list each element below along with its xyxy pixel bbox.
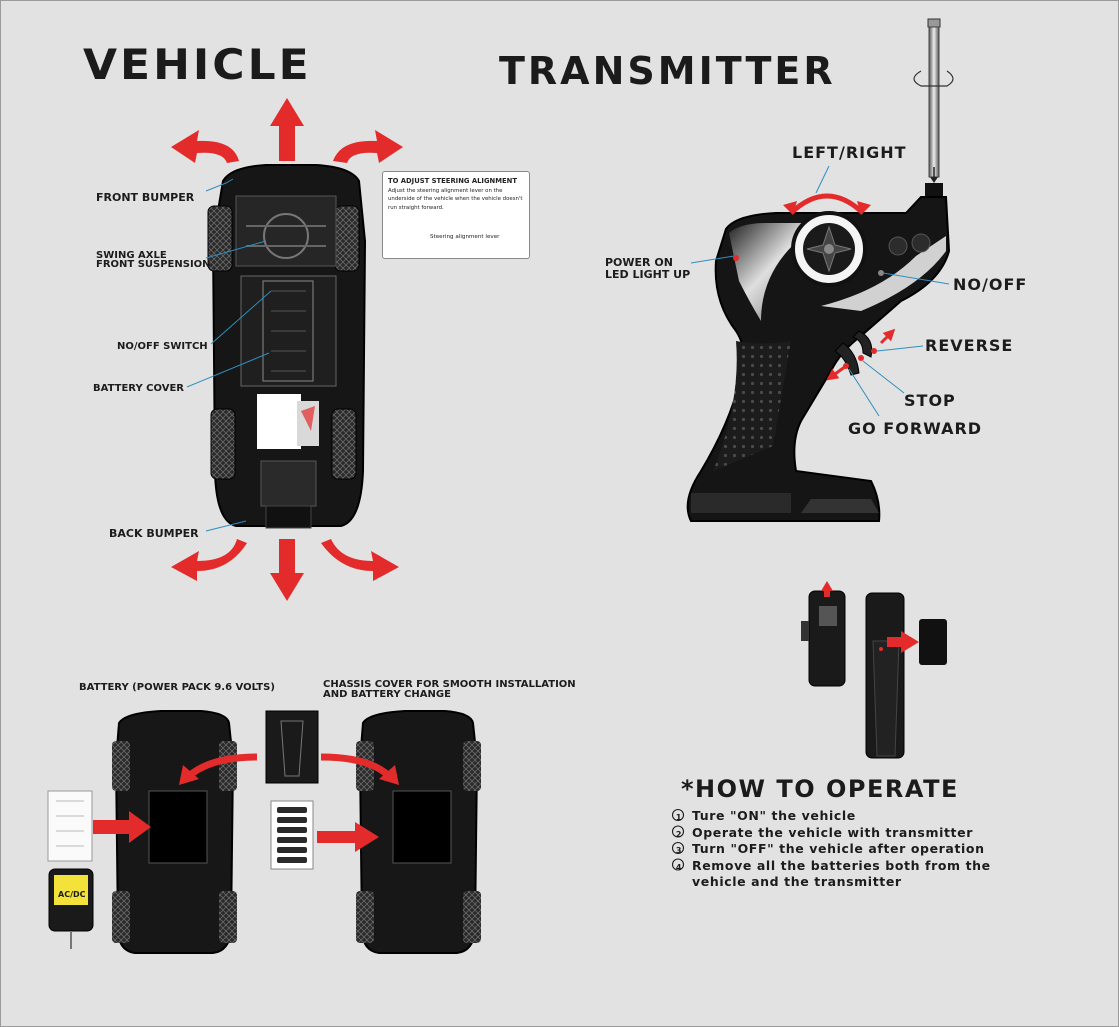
back-bumper-label: BACK BUMPER <box>109 527 199 540</box>
go-forward-label: GO FORWARD <box>848 419 983 438</box>
step-number: 4 <box>675 862 683 872</box>
step-number: 3 <box>675 846 683 855</box>
front-suspension-label: FRONT SUSPENSION <box>96 259 211 270</box>
step-number: 2 <box>675 829 683 839</box>
wheel-rotation-arrow <box>789 193 865 215</box>
step-number-circles <box>671 808 685 871</box>
steering-card-body: Adjust the steering alignment lever on t… <box>388 188 523 211</box>
how-to-operate-title: *HOW TO OPERATE <box>681 775 959 803</box>
battery-pack-label: BATTERY (POWER PACK 9.6 VOLTS) <box>79 682 275 693</box>
led-light-up-label: LED LIGHT UP <box>605 268 691 281</box>
on-off-switch-label: NO/OFF SWITCH <box>117 341 208 352</box>
transmitter-battery-diagram <box>801 581 947 759</box>
battery-install-diagram <box>47 710 481 954</box>
transmitter-graphic <box>686 18 954 522</box>
charger-label: AC/DC <box>58 890 86 899</box>
steering-card-title: TO ADJUST STEERING ALIGNMENT <box>388 177 517 185</box>
vehicle-leader-lines <box>186 178 272 532</box>
transmitter-leader-lines <box>690 165 950 417</box>
transmitter-title: TRANSMITTER <box>499 49 836 93</box>
chassis-cover-label-1: CHASSIS COVER FOR SMOOTH INSTALLATION <box>323 679 576 690</box>
vehicle-direction-arrows <box>171 98 403 601</box>
step-number: 1 <box>675 813 683 822</box>
left-right-label: LEFT/RIGHT <box>792 143 907 162</box>
steering-card-caption: Steering alignment lever <box>430 234 500 240</box>
vehicle-body <box>207 164 367 529</box>
power-on-label: POWER ON <box>605 256 673 269</box>
step-4-continued: vehicle and the transmitter <box>692 874 902 889</box>
steering-alignment-card: TO ADJUST STEERING ALIGNMENT Adjust the … <box>382 171 530 259</box>
swing-axle-label: SWING AXLE <box>96 250 167 261</box>
on-off-label: NO/OFF <box>953 275 1028 294</box>
front-bumper-label: FRONT BUMPER <box>96 191 195 204</box>
stop-label: STOP <box>904 391 956 410</box>
battery-cover-label: BATTERY COVER <box>93 383 185 394</box>
reverse-label: REVERSE <box>925 336 1014 355</box>
vehicle-title: VEHICLE <box>83 41 312 90</box>
chassis-cover-label-2: AND BATTERY CHANGE <box>323 689 451 700</box>
